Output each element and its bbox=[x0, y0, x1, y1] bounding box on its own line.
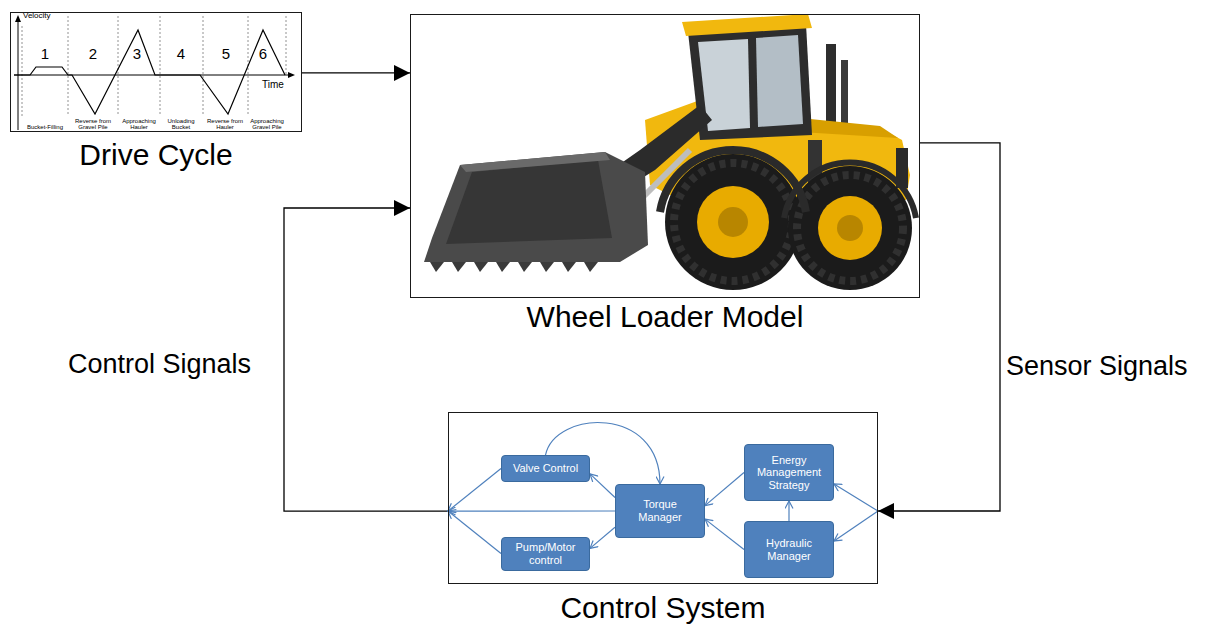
callout-number: 2 bbox=[83, 46, 103, 63]
signal-label: Control Signals bbox=[68, 348, 251, 380]
flow-arrow bbox=[448, 511, 501, 553]
wheel-loader-illustration-part bbox=[837, 215, 863, 241]
wheel-loader-illustration-part bbox=[697, 186, 769, 258]
phase-label: Approaching Hauler bbox=[119, 116, 159, 131]
wheel-loader-illustration-part-part bbox=[496, 262, 510, 272]
box-label: Hydraulic Manager bbox=[749, 537, 829, 562]
drive-cycle-chart-part-part bbox=[118, 16, 119, 116]
wheel-loader-illustration-part bbox=[826, 44, 836, 124]
drive-cycle-chart bbox=[14, 15, 295, 130]
flow-arrow bbox=[834, 484, 878, 511]
phase-label: Unloading Bucket bbox=[161, 116, 201, 131]
flow-arrow bbox=[448, 510, 615, 511]
flow-arrow bbox=[788, 501, 789, 521]
flow-arrow bbox=[705, 473, 744, 506]
callout-number: 6 bbox=[253, 46, 273, 63]
panel-caption: Drive Cycle bbox=[0, 139, 361, 171]
flow-arrow bbox=[705, 519, 744, 549]
wheel-loader-illustration-part bbox=[424, 152, 648, 262]
process-box: Valve Control bbox=[501, 455, 590, 482]
wheel-loader-illustration-part bbox=[665, 154, 801, 290]
wheel-loader-illustration-part bbox=[674, 163, 792, 281]
drive-cycle-chart-part bbox=[14, 75, 289, 76]
wheel-loader-illustration-part bbox=[430, 262, 598, 272]
flow-arrow bbox=[834, 511, 878, 541]
process-box: Hydraulic Manager bbox=[744, 521, 834, 578]
box-text-group: Energy Management Strategy bbox=[749, 454, 829, 492]
box-text-group: Hydraulic Manager bbox=[749, 537, 829, 562]
drive-cycle-chart-part-part bbox=[203, 16, 204, 116]
drive-cycle-chart-part-part bbox=[68, 16, 69, 116]
wheel-loader-illustration-part bbox=[460, 152, 610, 172]
model-panel: Wheel Loader Model bbox=[410, 14, 920, 298]
wheel-loader-illustration-part-part bbox=[430, 262, 444, 272]
callout-number: 1 bbox=[35, 46, 55, 63]
signal-label: Sensor Signals bbox=[1006, 350, 1188, 382]
callout-number: 4 bbox=[171, 46, 191, 63]
wheel-loader-illustration-part-part bbox=[474, 262, 488, 272]
signal-arrow bbox=[302, 72, 410, 73]
wheel-loader-illustration-part bbox=[660, 150, 806, 212]
box-text-group: Valve Control bbox=[513, 462, 578, 475]
wheel-loader-illustration-part bbox=[797, 175, 903, 281]
wheel-loader-illustration-part bbox=[446, 160, 612, 244]
drive-cycle-panel: Drive Cycle bbox=[10, 12, 302, 132]
caption-group: Drive Cycle bbox=[0, 139, 361, 171]
caption-group: Wheel Loader Model bbox=[351, 301, 979, 333]
drive-cycle-chart-part-part bbox=[286, 16, 287, 76]
wheel-loader-illustration-part-part bbox=[562, 262, 576, 272]
box-label: Energy Management Strategy bbox=[749, 454, 829, 492]
box-label: Valve Control bbox=[513, 462, 578, 475]
phase-label: Approaching Gravel Pile bbox=[249, 116, 285, 131]
axis-label: Time bbox=[262, 79, 286, 90]
box-label: Torque Manager bbox=[620, 498, 700, 523]
flow-arrow bbox=[590, 527, 615, 548]
wheel-loader-illustration-part bbox=[788, 166, 912, 290]
wheel-loader-illustration-part bbox=[682, 14, 812, 36]
drive-cycle-chart-part-part bbox=[160, 16, 161, 116]
wheel-loader-illustration-part bbox=[800, 118, 898, 138]
box-label: Pump/Motor control bbox=[506, 541, 585, 566]
wheel-loader-illustration-part-part bbox=[452, 262, 466, 272]
wheel-loader-illustration-part bbox=[756, 35, 803, 127]
axis-label: Velocity bbox=[23, 12, 67, 21]
callout-number: 3 bbox=[127, 46, 147, 63]
panel-caption: Wheel Loader Model bbox=[351, 301, 979, 333]
box-text-group: Pump/Motor control bbox=[506, 541, 585, 566]
wheel-loader-illustration-part-part bbox=[540, 262, 554, 272]
flow-arrow bbox=[448, 469, 501, 512]
phase-label: Bucket-Filling bbox=[23, 116, 67, 131]
process-box: Torque Manager bbox=[615, 484, 705, 538]
caption-group: Control System bbox=[389, 592, 937, 624]
wheel-loader-illustration-part bbox=[818, 196, 882, 260]
drive-cycle-chart-part bbox=[22, 16, 286, 116]
wheel-loader-illustration bbox=[424, 14, 916, 290]
signal-arrow bbox=[878, 143, 1000, 511]
drive-cycle-chart-part bbox=[15, 15, 21, 22]
drive-cycle-chart-part bbox=[14, 30, 285, 114]
phase-label: Reverse from Gravel Pile bbox=[70, 116, 116, 131]
wheel-loader-illustration-part-part bbox=[584, 262, 598, 272]
flow-arrow bbox=[590, 474, 615, 498]
panel-caption: Control System bbox=[389, 592, 937, 624]
signal-arrow bbox=[284, 208, 448, 511]
control-system-panel: Control SystemValve ControlTorque Manage… bbox=[448, 412, 878, 584]
process-box: Pump/Motor control bbox=[501, 537, 590, 571]
wheel-loader-illustration-part bbox=[784, 163, 916, 218]
callout-number: 5 bbox=[216, 46, 236, 63]
phase-label: Reverse from Hauler bbox=[204, 116, 246, 131]
wheel-loader-illustration-part bbox=[718, 207, 748, 237]
process-box: Energy Management Strategy bbox=[744, 444, 834, 501]
drive-cycle-chart-part-part bbox=[22, 26, 23, 116]
box-text-group: Torque Manager bbox=[620, 498, 700, 523]
drive-cycle-chart-part bbox=[288, 72, 295, 78]
wheel-loader-illustration-part bbox=[841, 60, 848, 124]
wheel-loader-illustration-part-part bbox=[518, 262, 532, 272]
